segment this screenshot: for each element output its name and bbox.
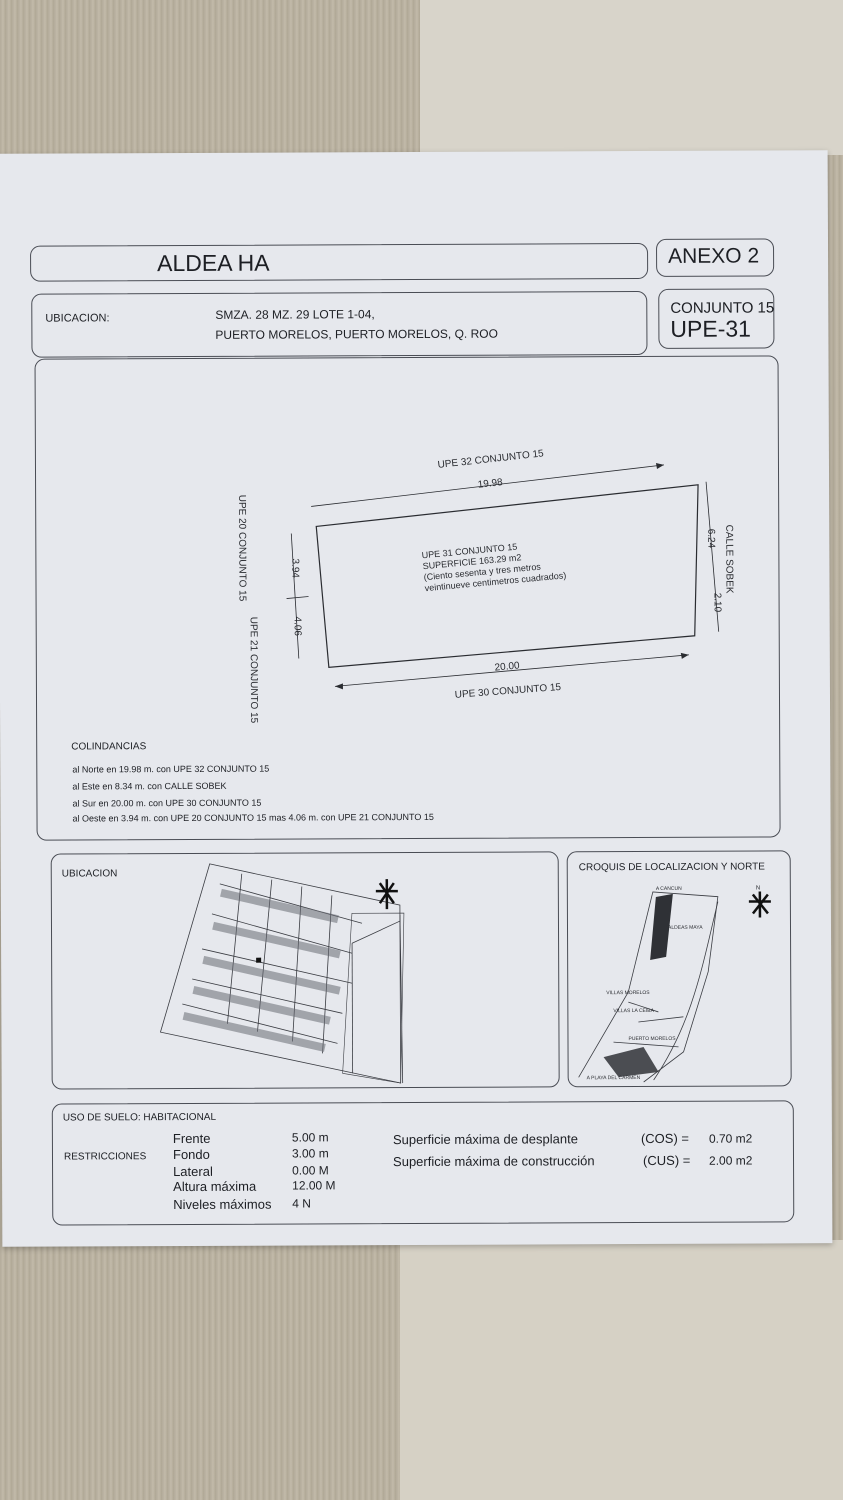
restriction-value: 3.00 m bbox=[291, 1146, 329, 1161]
map-label: ALDEAS MAYA bbox=[668, 925, 703, 931]
south-neighbor-label: UPE 30 CONJUNTO 15 bbox=[454, 682, 561, 701]
dim-top: 19.98 bbox=[477, 477, 504, 491]
croquis-map: A CANCUN ALDEAS MAYA VILLAS MORELOS VILL… bbox=[578, 885, 771, 1083]
restriction-label: Niveles máximos bbox=[173, 1196, 272, 1213]
address-line-1: SMZA. 28 MZ. 29 LOTE 1-04, bbox=[215, 307, 375, 322]
lot-plan-drawing: UPE 32 CONJUNTO 15 19.98 20.00 UPE 30 CO… bbox=[236, 448, 734, 724]
project-title: ALDEA HA bbox=[157, 249, 270, 277]
west-neighbor-2-label: UPE 21 CONJUNTO 15 bbox=[248, 617, 259, 724]
conjunto-label: CONJUNTO 15 bbox=[670, 299, 775, 317]
dim-east-1: 6.24 bbox=[705, 529, 716, 549]
map-label: PUERTO MORELOS bbox=[628, 1036, 676, 1042]
colindancia-line: al Sur en 20.00 m. con UPE 30 CONJUNTO 1… bbox=[72, 797, 262, 809]
dim-west-1: 3.94 bbox=[289, 558, 300, 578]
colindancias-title: COLINDANCIAS bbox=[71, 741, 147, 753]
lot-plan-box: UPE 32 CONJUNTO 15 19.98 20.00 UPE 30 CO… bbox=[34, 355, 781, 841]
restricciones-label: RESTRICCIONES bbox=[63, 1151, 147, 1163]
dim-east-2: 2.10 bbox=[712, 593, 723, 613]
surface-code: (COS) = bbox=[640, 1130, 690, 1147]
east-street-label: CALLE SOBEK bbox=[723, 525, 734, 594]
restriction-label: Fondo bbox=[172, 1146, 210, 1163]
lot-id-box: CONJUNTO 15 UPE-31 bbox=[658, 288, 775, 349]
upe-label: UPE-31 bbox=[670, 315, 751, 342]
surface-label: Superficie máxima de construcción bbox=[392, 1153, 595, 1170]
restriction-value: 5.00 m bbox=[291, 1130, 329, 1145]
colindancia-line: al Norte en 19.98 m. con UPE 32 CONJUNTO… bbox=[72, 763, 270, 775]
restriction-value: 0.00 M bbox=[292, 1163, 329, 1178]
west-neighbor-1-label: UPE 20 CONJUNTO 15 bbox=[236, 495, 247, 602]
map-label: VILLAS LA CEIBA bbox=[613, 1008, 654, 1014]
dim-bottom: 20.00 bbox=[494, 660, 520, 673]
surface-value: 0.70 m2 bbox=[708, 1131, 753, 1146]
map-label: A CANCUN bbox=[656, 886, 682, 892]
restriction-label: Frente bbox=[172, 1130, 211, 1147]
dim-west-2: 4.06 bbox=[292, 616, 303, 636]
title-box: ALDEA HA bbox=[30, 242, 649, 282]
colindancia-line: al Oeste en 3.94 m. con UPE 20 CONJUNTO … bbox=[72, 811, 434, 824]
document-sheet: ALDEA HA ANEXO 2 UBICACION: SMZA. 28 MZ.… bbox=[0, 150, 833, 1247]
croquis-box: CROQUIS DE LOCALIZACION Y NORTE A CANCUN… bbox=[566, 850, 792, 1088]
background-stripe bbox=[420, 0, 843, 155]
restrictions-box: USO DE SUELO: HABITACIONAL RESTRICCIONES… bbox=[51, 1100, 795, 1226]
surface-value: 2.00 m2 bbox=[708, 1153, 753, 1168]
address-box: UBICACION: SMZA. 28 MZ. 29 LOTE 1-04, PU… bbox=[31, 290, 648, 358]
annex-box: ANEXO 2 bbox=[655, 238, 775, 277]
background-stripe bbox=[400, 1240, 843, 1500]
restriction-label: Altura máxima bbox=[173, 1178, 257, 1195]
address-line-2: PUERTO MORELOS, PUERTO MORELOS, Q. ROO bbox=[215, 326, 498, 342]
restriction-value: 12.00 M bbox=[292, 1178, 336, 1193]
lot-outline bbox=[315, 484, 699, 669]
annex-label: ANEXO 2 bbox=[668, 244, 760, 268]
map-label: N bbox=[756, 885, 760, 891]
colindancia-line: al Este en 8.34 m. con CALLE SOBEK bbox=[72, 780, 227, 792]
north-arrow-icon bbox=[375, 879, 398, 910]
surface-code: (CUS) = bbox=[642, 1152, 691, 1169]
north-arrow-icon bbox=[748, 891, 771, 918]
site-plan-map bbox=[159, 863, 405, 1084]
uso-de-suelo: USO DE SUELO: HABITACIONAL bbox=[62, 1111, 217, 1124]
map-label: A PLAYA DEL CARMEN bbox=[587, 1075, 641, 1081]
restriction-label: Lateral bbox=[173, 1163, 213, 1180]
ubicacion-map-box: UBICACION bbox=[50, 851, 560, 1090]
ubicacion-label: UBICACION: bbox=[45, 312, 110, 325]
map-label: VILLAS MORELOS bbox=[606, 990, 650, 996]
surface-label: Superficie máxima de desplante bbox=[392, 1131, 578, 1148]
restriction-value: 4 N bbox=[292, 1196, 311, 1211]
north-neighbor-label: UPE 32 CONJUNTO 15 bbox=[437, 448, 545, 471]
